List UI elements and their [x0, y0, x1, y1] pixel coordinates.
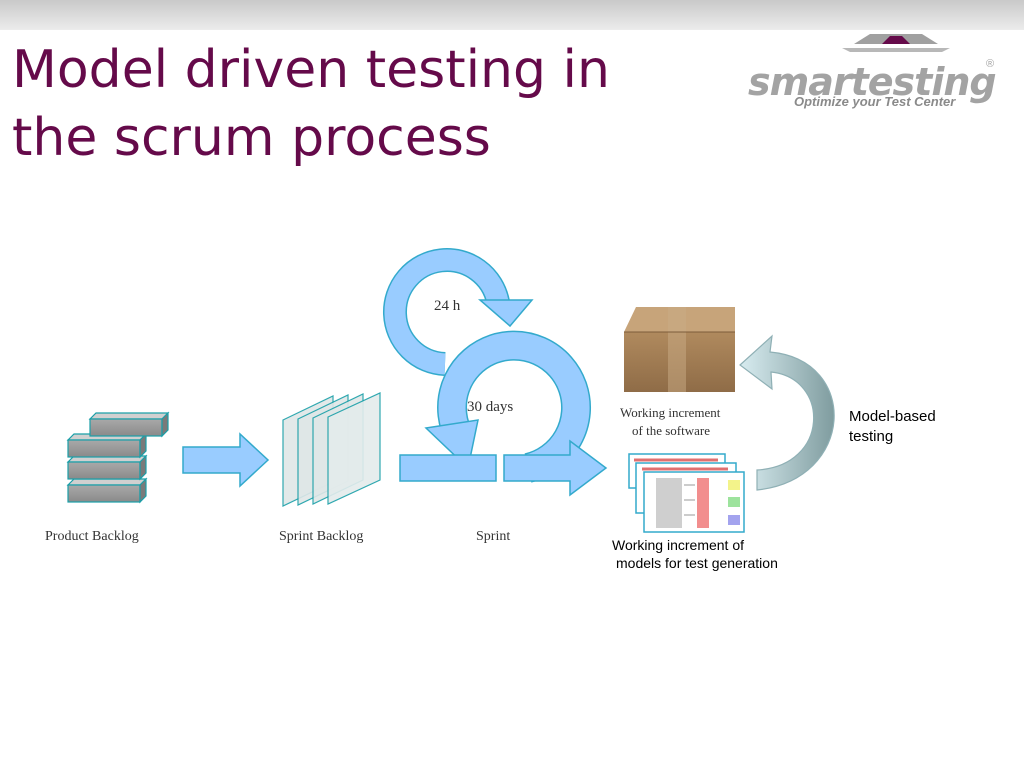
arrow-to-sprint-backlog	[182, 432, 270, 488]
top-bar	[0, 0, 1024, 30]
daily-cycle-arrow	[383, 248, 534, 376]
product-backlog-stack	[66, 411, 170, 504]
title-line-1: Model driven testing in	[12, 40, 610, 100]
backlog-slab	[66, 432, 148, 459]
sprint-backlog-sheets	[282, 392, 381, 507]
product-backlog-label: Product Backlog	[45, 529, 139, 544]
model-based-testing-label-line-1: Model-based	[849, 408, 936, 425]
logo-registered-mark: ®	[986, 58, 995, 70]
daily-cycle-label: 24 h	[434, 298, 461, 314]
logo-tagline: Optimize your Test Center	[794, 94, 956, 109]
backlog-slab	[66, 477, 148, 504]
sprint-backlog-label: Sprint Backlog	[279, 529, 364, 544]
logo-mark-icon	[842, 34, 950, 52]
logo-wordmark: smartesting	[748, 60, 997, 104]
models-increment-label-line-2: models for test generation	[616, 555, 778, 571]
title-line-2: the scrum process	[12, 108, 491, 168]
arrow-to-increment	[503, 439, 608, 497]
slide-title: Model driven testing in the scrum proces…	[12, 36, 712, 172]
backlog-slab	[66, 454, 148, 481]
model-based-testing-arrow	[739, 334, 835, 491]
models-increment-label-line-1: Working increment of	[612, 537, 745, 553]
software-increment-box-icon	[624, 307, 735, 392]
test-models-documents-icon	[628, 453, 745, 533]
smartesting-logo: smartesting ® Optimize your Test Center	[742, 14, 1002, 114]
sprint-cycle-arrow	[424, 330, 592, 483]
backlog-slab	[88, 411, 170, 438]
sprint-cycle-label: 30 days	[467, 399, 514, 415]
software-increment-label-line-1: Working increment	[620, 405, 721, 420]
model-based-testing-label-line-2: testing	[849, 428, 894, 445]
sprint-base-block	[399, 454, 497, 482]
sprint-label: Sprint	[476, 529, 511, 544]
software-increment-label-line-2: of the software	[632, 423, 710, 438]
